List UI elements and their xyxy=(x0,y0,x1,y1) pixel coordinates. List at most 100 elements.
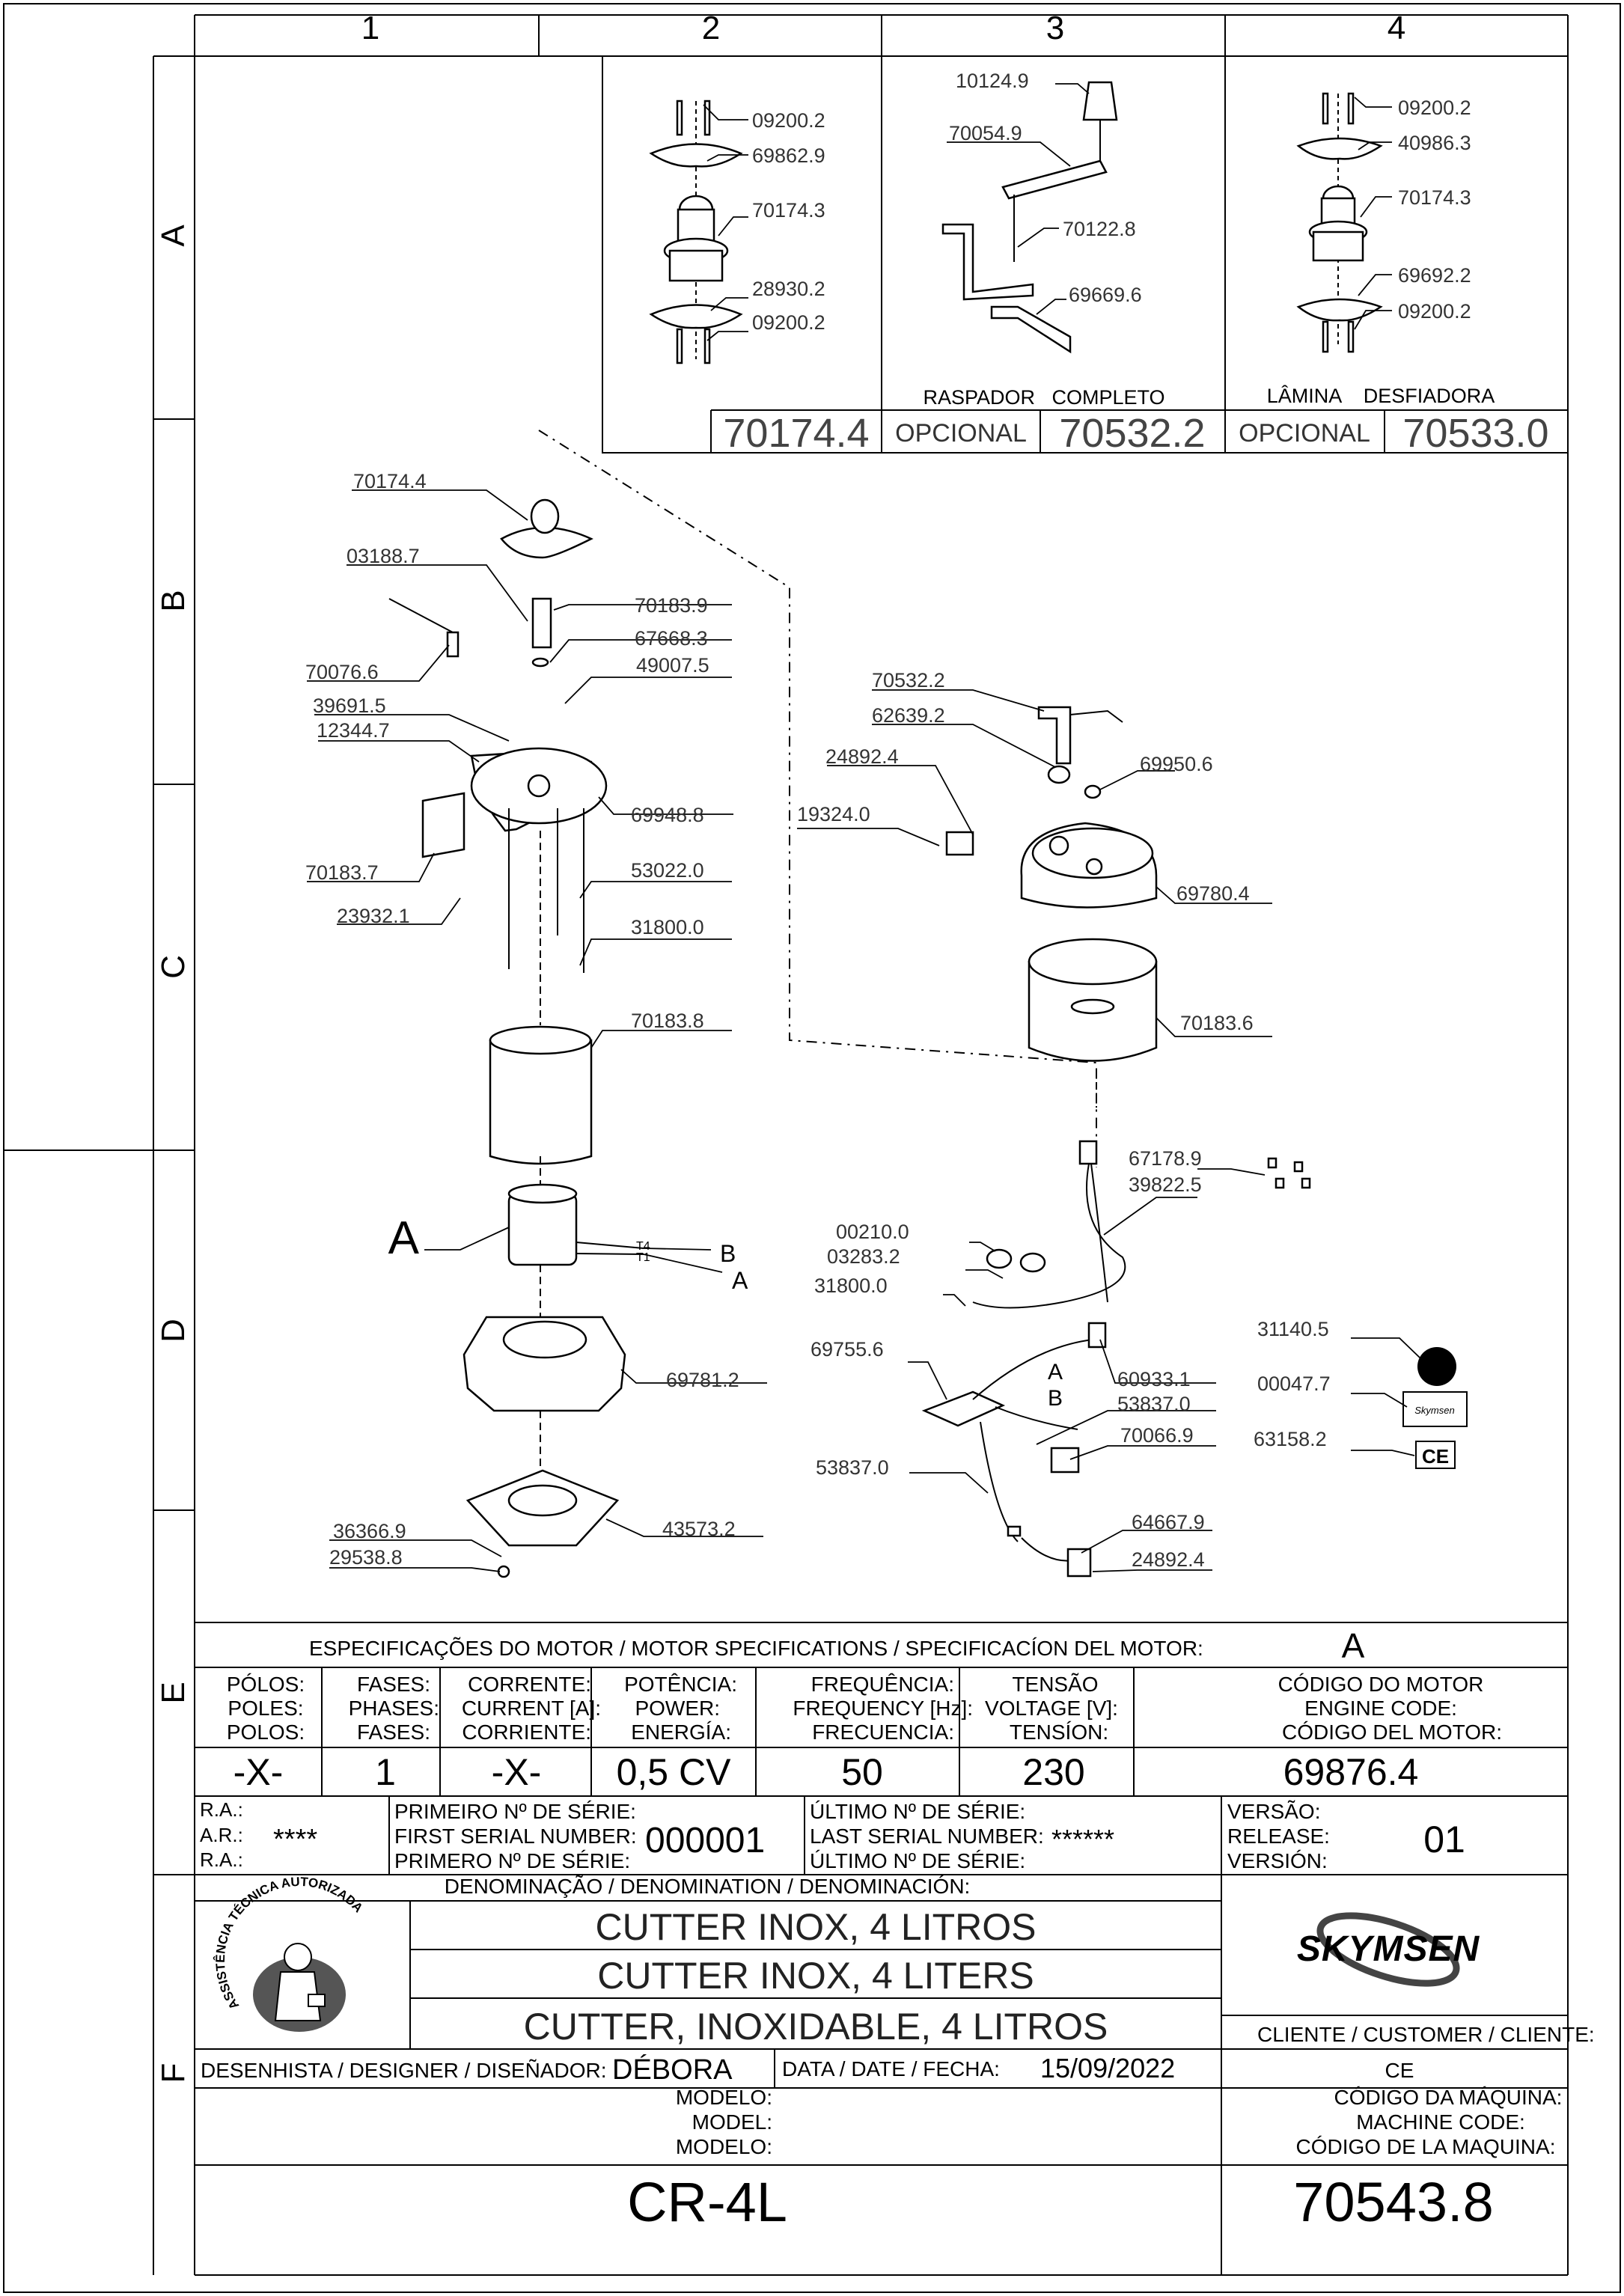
part-number: 00047.7 xyxy=(1257,1373,1331,1395)
part-number-labels: 09200.2 69862.9 70174.3 28930.2 09200.2 … xyxy=(305,70,1471,1571)
version-label: RELEASE: xyxy=(1227,1825,1330,1848)
part-number: 70174.3 xyxy=(752,199,825,222)
part-number: 69862.9 xyxy=(752,144,825,167)
grid-col-3: 3 xyxy=(1046,10,1064,46)
set-shredder-status: OPCIONAL xyxy=(1239,419,1370,448)
machine-name-en: CUTTER INOX, 4 LITERS xyxy=(597,1955,1034,1997)
part-number: 43573.2 xyxy=(662,1518,736,1540)
grid-row-b: B xyxy=(155,590,192,611)
grid-col-4: 4 xyxy=(1388,10,1405,46)
current-value: -X- xyxy=(492,1751,542,1793)
machine-name-pt: CUTTER INOX, 4 LITROS xyxy=(596,1906,1037,1948)
ce-mark: CE xyxy=(1422,1445,1449,1468)
part-number: 70183.9 xyxy=(635,594,708,617)
grid-row-a: A xyxy=(155,225,192,247)
part-number: 31800.0 xyxy=(814,1274,888,1297)
scraper-assembly-drawing xyxy=(941,81,1118,354)
client-value: CE xyxy=(1385,2059,1414,2082)
part-number: 00210.0 xyxy=(836,1221,909,1243)
model-label: MODELO: xyxy=(676,2135,772,2158)
leader-lines xyxy=(307,83,1421,1572)
skymsen-logo: SKYMSEN xyxy=(1297,1912,1480,1987)
machine-name-es: CUTTER, INOXIDABLE, 4 LITROS xyxy=(524,2006,1108,2048)
ra-label: R.A.: xyxy=(200,1798,243,1821)
frequency-label: FREQUENCY [Hz]: xyxy=(793,1697,973,1720)
scraper-bowl-drawing xyxy=(1028,938,1158,1108)
part-number: 28930.2 xyxy=(752,278,825,300)
frequency-label: FREQUÊNCIA: xyxy=(811,1673,954,1696)
grid-row-f: F xyxy=(155,2063,192,2083)
part-number: 63158.2 xyxy=(1254,1428,1327,1450)
terminal-t1: T1 xyxy=(636,1251,650,1264)
part-number: 31800.0 xyxy=(631,916,704,938)
engine-code-value: 69876.4 xyxy=(1283,1751,1419,1793)
part-number: 39822.5 xyxy=(1129,1173,1202,1196)
version-label: VERSIÓN: xyxy=(1227,1849,1328,1872)
part-number: 31140.5 xyxy=(1257,1318,1329,1340)
last-serial-label: ÚLTIMO Nº DE SÉRIE: xyxy=(810,1849,1025,1872)
set-shredder-code: 70533.0 xyxy=(1402,411,1548,456)
part-number: 69755.6 xyxy=(811,1338,884,1361)
machine-code-label: CÓDIGO DA MÁQUINA: xyxy=(1334,2086,1563,2109)
shredder-assembly-drawing xyxy=(1296,92,1383,353)
machine-code-label: CÓDIGO DE LA MAQUINA: xyxy=(1296,2135,1556,2158)
brand-label-small: Skymsen xyxy=(1414,1405,1454,1416)
voltage-label: TENSÍON: xyxy=(1010,1721,1108,1744)
part-number: 24892.4 xyxy=(825,745,899,768)
poles-value: -X- xyxy=(233,1751,284,1793)
part-number: 53022.0 xyxy=(631,859,704,882)
last-serial-value: ****** xyxy=(1051,1824,1114,1854)
part-number: 03188.7 xyxy=(347,545,420,567)
motor-callout-letter: A xyxy=(388,1212,420,1264)
brand-name: SKYMSEN xyxy=(1297,1929,1480,1969)
poles-label: POLOS: xyxy=(227,1721,305,1744)
motor-specifications-table: ESPECIFICAÇÕES DO MOTOR / MOTOR SPECIFIC… xyxy=(195,1622,1568,1797)
frequency-value: 50 xyxy=(841,1751,883,1793)
wiring-drawing xyxy=(921,1140,1468,1578)
set-scraper-status: OPCIONAL xyxy=(895,419,1027,448)
phases-label: FASES: xyxy=(357,1721,430,1744)
part-number: 69692.2 xyxy=(1398,264,1471,287)
voltage-label: TENSÃO xyxy=(1012,1673,1098,1696)
part-number: 70076.6 xyxy=(305,661,379,683)
grid-col-1: 1 xyxy=(361,10,379,46)
motor-spec-letter: A xyxy=(1342,1626,1365,1665)
frequency-label: FRECUENCIA: xyxy=(812,1721,954,1744)
part-number: 64667.9 xyxy=(1132,1511,1205,1533)
part-number: 70054.9 xyxy=(949,122,1022,144)
part-number: 69781.2 xyxy=(666,1369,739,1391)
part-number: 36366.9 xyxy=(333,1520,406,1542)
wire-a-letter: A xyxy=(732,1267,748,1294)
set-scraper-title: RASPADOR COMPLETO xyxy=(923,386,1164,409)
motor-spec-title: ESPECIFICAÇÕES DO MOTOR / MOTOR SPECIFIC… xyxy=(309,1637,1203,1660)
base-plate-drawing xyxy=(465,1469,620,1578)
callout-letters: A T4 T1 B A A B Skymsen CE xyxy=(388,1212,1455,1468)
poles-label: PÓLOS: xyxy=(227,1673,305,1696)
part-number: 40986.3 xyxy=(1398,132,1471,154)
part-number: 23932.1 xyxy=(337,905,410,927)
voltage-label: VOLTAGE [V]: xyxy=(985,1697,1118,1720)
optional-sets-box: 70174.4 OPCIONAL 70532.2 RASPADOR COMPLE… xyxy=(602,55,1569,456)
set-scraper-code: 70532.2 xyxy=(1059,411,1205,456)
engine-code-label: ENGINE CODE: xyxy=(1304,1697,1457,1720)
version-label: VERSÃO: xyxy=(1227,1800,1320,1823)
part-number: 69948.8 xyxy=(631,804,704,826)
wire-b-letter: B xyxy=(720,1240,736,1267)
power-value: 0,5 CV xyxy=(617,1751,732,1793)
part-number: 09200.2 xyxy=(752,311,825,334)
denomination-label: DENOMINAÇÃO / DENOMINATION / DENOMINACIÓ… xyxy=(445,1875,971,1898)
last-serial-label: ÚLTIMO Nº DE SÉRIE: xyxy=(810,1800,1025,1823)
model-value: CR-4L xyxy=(627,2171,787,2233)
set-shredder-title: LÂMINA DESFIADORA xyxy=(1267,384,1495,407)
date-value: 15/09/2022 xyxy=(1040,2053,1175,2083)
part-number: 69780.4 xyxy=(1176,882,1250,905)
machine-code-value: 70543.8 xyxy=(1293,2171,1494,2233)
part-number: 70174.4 xyxy=(353,470,427,492)
part-number: 67668.3 xyxy=(635,627,708,650)
part-number: 53837.0 xyxy=(1117,1393,1191,1415)
part-number: 70174.3 xyxy=(1398,186,1471,209)
part-number: 70066.9 xyxy=(1120,1424,1194,1447)
scraper-lid-drawing xyxy=(945,706,1158,909)
designer-value: DÉBORA xyxy=(612,2054,733,2086)
